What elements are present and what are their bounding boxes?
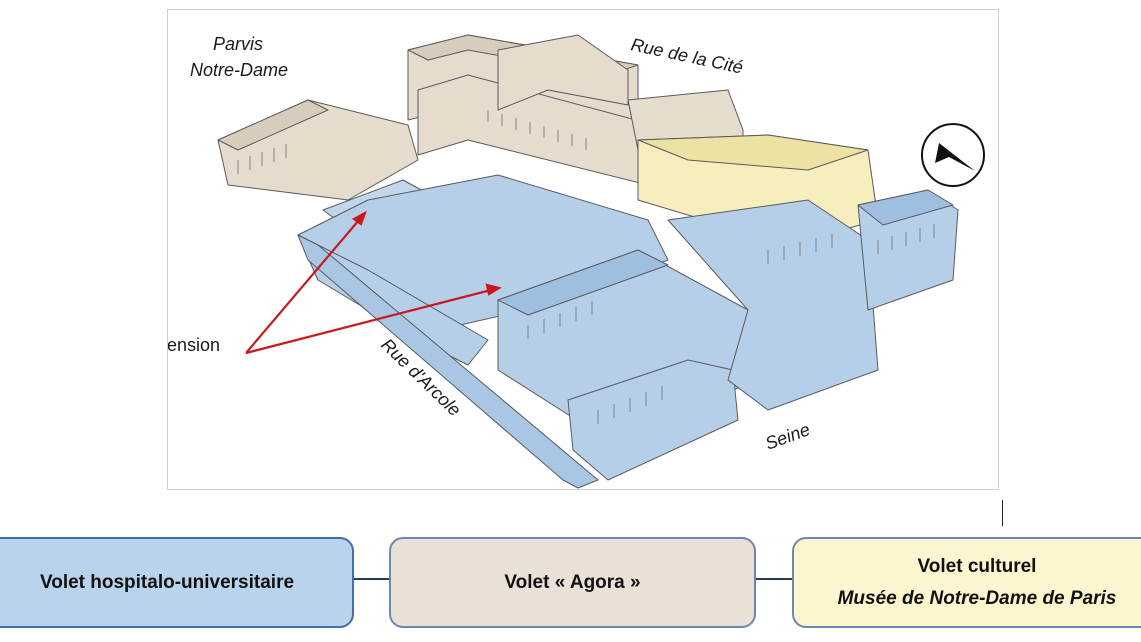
label-rue-cite: Rue de la Cité xyxy=(629,34,745,77)
window-pattern xyxy=(237,110,935,424)
label-parvis: Parvis xyxy=(213,34,263,54)
connector-tick xyxy=(1002,500,1003,526)
agora-section-box: Volet « Agora » xyxy=(389,537,756,628)
hospital-section-box: Volet hospitalo-universitaire xyxy=(0,537,354,628)
agora-section-label: Volet « Agora » xyxy=(504,571,641,593)
hospital-section-label: Volet hospitalo-universitaire xyxy=(39,571,295,593)
extension-arrows xyxy=(245,210,502,355)
compass-icon xyxy=(921,123,985,187)
culture-section-sublabel: Musée de Notre-Dame de Paris xyxy=(837,587,1117,609)
hospital-wing-right xyxy=(667,199,879,411)
label-seine: Seine xyxy=(763,419,813,454)
agora-wing-left-roof xyxy=(217,99,329,151)
hospital-street-strip xyxy=(297,234,599,489)
agora-tower xyxy=(497,34,629,111)
culture-building-roof xyxy=(637,134,869,171)
building-illustration: Parvis Notre-Dame Rue de la Cité Rue d'A… xyxy=(167,9,999,490)
culture-section-box: Volet culturel Musée de Notre-Dame de Pa… xyxy=(792,537,1141,628)
hotel-dieu-axonometric: Parvis Notre-Dame Rue de la Cité Rue d'A… xyxy=(168,34,985,489)
hospital-wing-far-right-roof xyxy=(857,189,954,226)
label-extension: Extension xyxy=(168,335,220,355)
label-notre-dame: Notre-Dame xyxy=(190,60,288,80)
hospital-wing-center-roof xyxy=(497,249,669,316)
connector-line-2 xyxy=(756,578,792,580)
culture-section-label: Volet culturel xyxy=(917,555,1037,577)
hospital-wing-front xyxy=(567,359,739,481)
connector-line-1 xyxy=(354,578,389,580)
agora-wing-left xyxy=(217,99,419,201)
